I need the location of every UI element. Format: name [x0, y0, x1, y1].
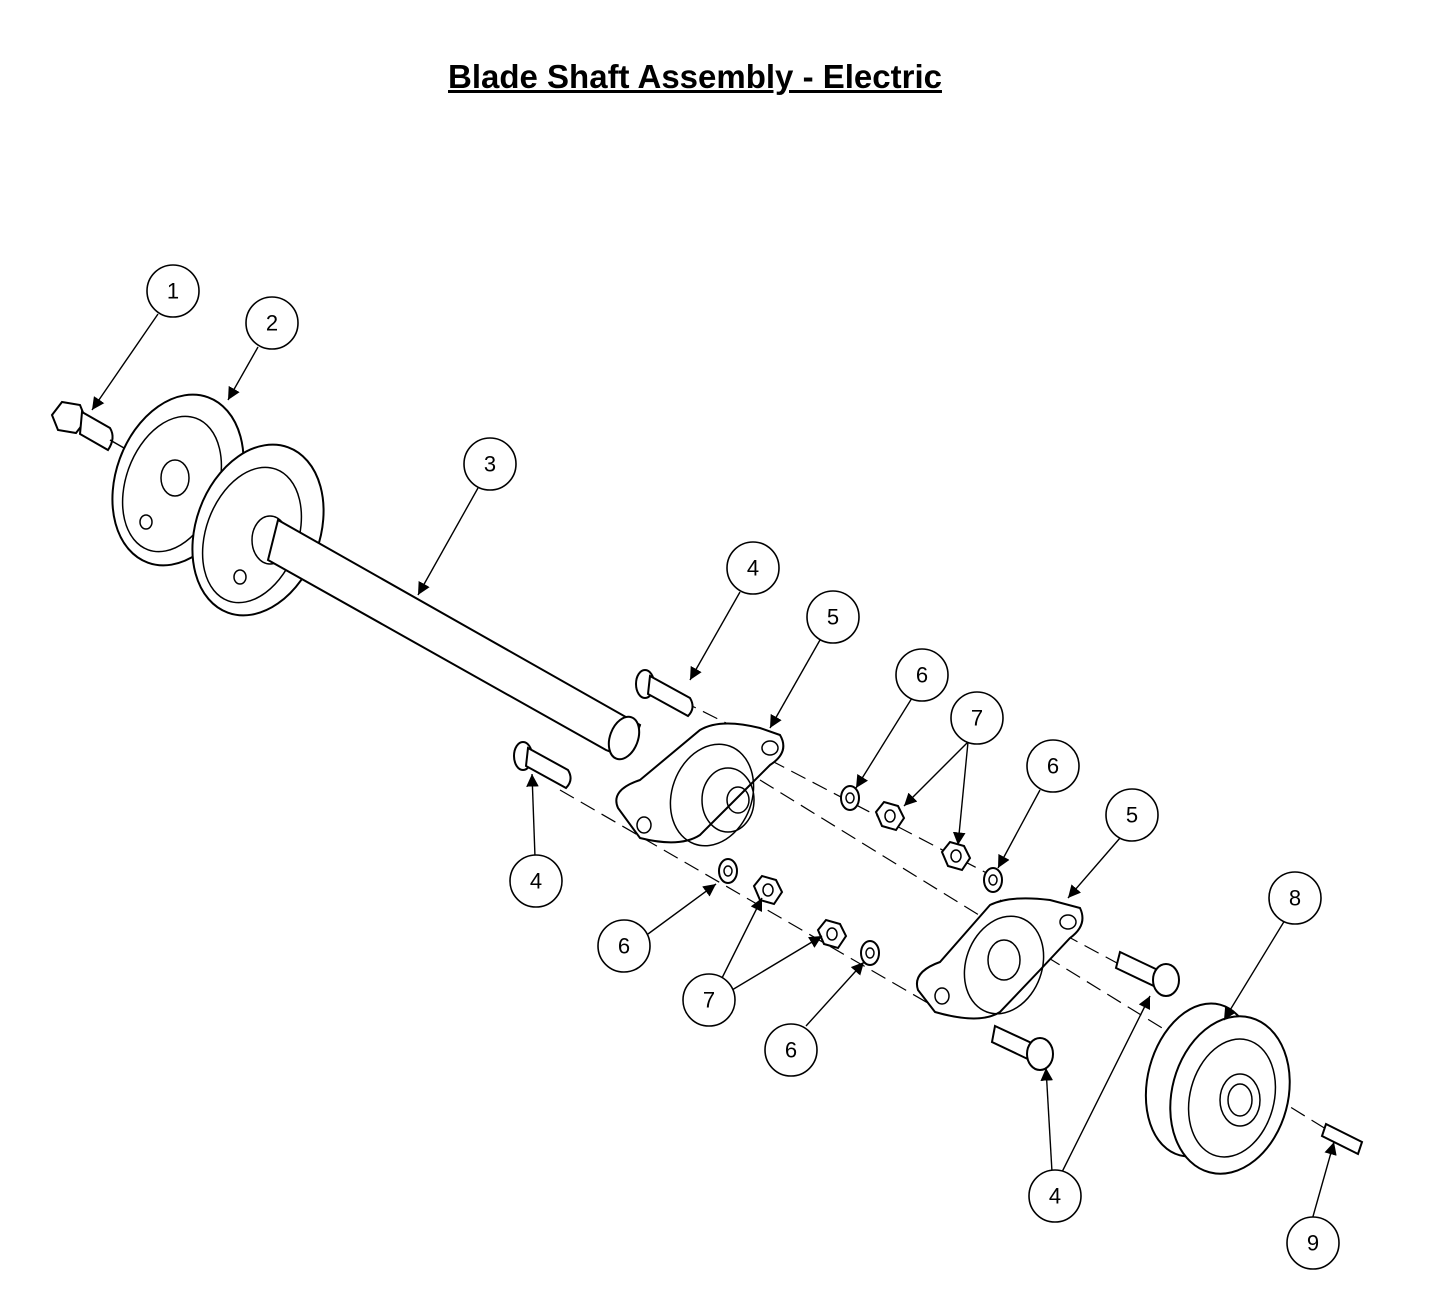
callout-balloon-6: 6	[895, 648, 949, 702]
callout-balloon-7: 7	[682, 973, 736, 1027]
hex-nut-part-b	[752, 874, 784, 906]
callout-balloon-4: 4	[509, 854, 563, 908]
carriage-bolt-lower	[513, 741, 572, 790]
callout-label: 4	[530, 869, 542, 894]
carriage-bolt-right-lower	[990, 1024, 1054, 1071]
hex-nut-part-d	[816, 918, 848, 950]
blade-shaft-part	[266, 518, 642, 761]
leader-lines	[91, 313, 1337, 1221]
callout-label: 9	[1307, 1231, 1319, 1256]
callout-label: 5	[1126, 803, 1138, 828]
washer-part-b	[718, 858, 738, 884]
callout-balloon-5: 5	[1105, 788, 1159, 842]
callout-label: 3	[484, 452, 496, 477]
callout-balloon-6: 6	[597, 919, 651, 973]
callout-balloon-9: 9	[1286, 1216, 1340, 1270]
callout-label: 4	[747, 556, 759, 581]
callout-balloon-6: 6	[764, 1023, 818, 1077]
callout-balloon-1: 1	[146, 264, 200, 318]
callout-label: 4	[1049, 1184, 1061, 1209]
callout-label: 6	[785, 1038, 797, 1063]
callout-balloon-3: 3	[463, 437, 517, 491]
page-title: Blade Shaft Assembly - Electric	[448, 58, 942, 95]
callout-label: 5	[827, 605, 839, 630]
callout-balloon-4: 4	[726, 541, 780, 595]
washer-part-d	[860, 940, 880, 966]
washer-part-a	[840, 785, 860, 811]
callout-balloon-4: 4	[1028, 1169, 1082, 1223]
callout-label: 2	[266, 311, 278, 336]
callout-label: 6	[916, 663, 928, 688]
callout-label: 8	[1289, 886, 1301, 911]
callout-label: 7	[971, 706, 983, 731]
callout-balloon-2: 2	[245, 296, 299, 350]
pulley-part	[1144, 1002, 1291, 1175]
callout-label: 6	[618, 934, 630, 959]
callout-label: 6	[1047, 754, 1059, 779]
shaft-key-part	[1320, 1122, 1364, 1156]
washer-part-c	[983, 867, 1003, 893]
callout-balloon-7: 7	[950, 691, 1004, 745]
callout-balloon-5: 5	[806, 590, 860, 644]
carriage-bolt-right-upper	[1114, 950, 1180, 997]
carriage-bolt-upper	[635, 669, 694, 718]
flange-bearing-part-2	[916, 897, 1084, 1020]
callout-balloon-6: 6	[1026, 739, 1080, 793]
callout-label: 1	[167, 279, 179, 304]
flange-bearing-part-1	[615, 722, 785, 847]
callout-label: 7	[703, 988, 715, 1013]
hex-nut-part-a	[874, 800, 906, 832]
hex-bolt-part	[50, 400, 125, 452]
hex-nut-part-c	[940, 840, 972, 872]
callout-balloon-8: 8	[1268, 871, 1322, 925]
